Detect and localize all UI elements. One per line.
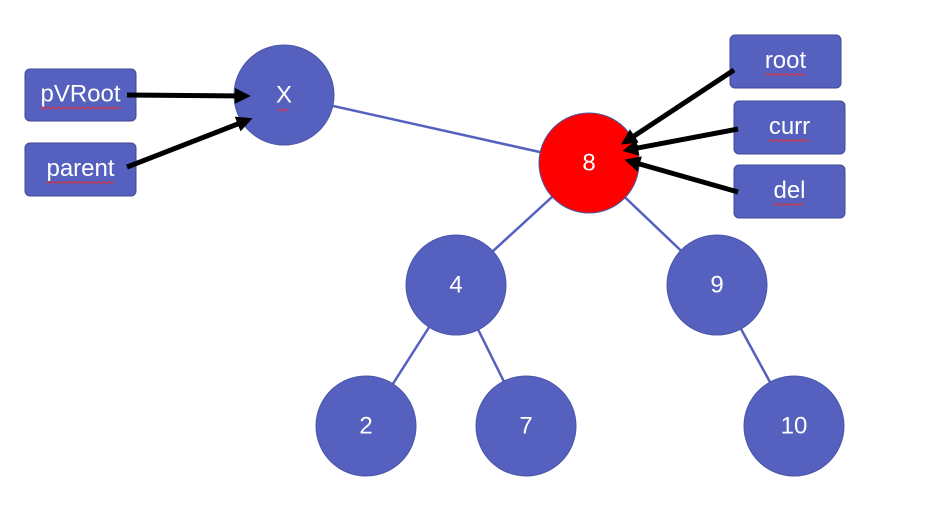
node-circle <box>743 375 845 477</box>
pointer-label: curr <box>769 113 810 140</box>
node-label: 8 <box>582 150 595 177</box>
pointer-label: parent <box>46 155 114 182</box>
arrow-parent-to-x <box>126 116 253 170</box>
pointer-label: del <box>773 177 805 204</box>
node-label: 4 <box>449 272 462 299</box>
pointer-root: root <box>729 34 842 89</box>
node-label: 2 <box>359 413 372 440</box>
spellcheck-underline <box>46 180 115 185</box>
node-circle <box>405 234 507 336</box>
edge-x-n8 <box>283 93 590 165</box>
pointer-label: root <box>765 47 807 74</box>
node-label: 9 <box>710 272 723 299</box>
node-label: 7 <box>519 413 532 440</box>
spellcheck-underline <box>277 108 289 112</box>
tree-node-n7: 7 <box>475 375 577 477</box>
spellcheck-underline <box>764 72 806 77</box>
arrow-del-to-n8 <box>624 156 739 195</box>
tree-node-n2: 2 <box>315 375 417 477</box>
tree-node-n8: 8 <box>538 112 640 214</box>
arrow-root-to-n8 <box>620 67 736 145</box>
spellcheck-underline <box>40 106 121 110</box>
node-circle <box>475 375 577 477</box>
node-label: 10 <box>781 413 808 440</box>
pointer-curr: curr <box>733 100 846 155</box>
tree-node-n10: 10 <box>743 375 845 477</box>
pointer-pvroot: pVRoot <box>24 68 137 122</box>
node-circle <box>315 375 417 477</box>
spellcheck-underline <box>768 138 810 143</box>
node-label: X <box>276 82 292 109</box>
tree-node-x: X <box>233 44 335 146</box>
spellcheck-underline <box>773 202 804 207</box>
arrow-pvroot-to-x <box>126 87 251 104</box>
pointer-del: del <box>733 164 846 219</box>
tree-node-n9: 9 <box>666 234 768 336</box>
tree-node-n4: 4 <box>405 234 507 336</box>
pointer-label: pVRoot <box>40 81 120 108</box>
pointer-box <box>729 34 842 89</box>
arrow-curr-to-n8 <box>622 126 739 156</box>
pointer-parent: parent <box>24 142 137 197</box>
node-circle <box>666 234 768 336</box>
pointers-layer: pVRoot parent root curr del <box>24 34 846 219</box>
nodes-layer: X 8 4 9 2 7 10 <box>233 44 845 477</box>
arrows-layer <box>126 67 739 195</box>
